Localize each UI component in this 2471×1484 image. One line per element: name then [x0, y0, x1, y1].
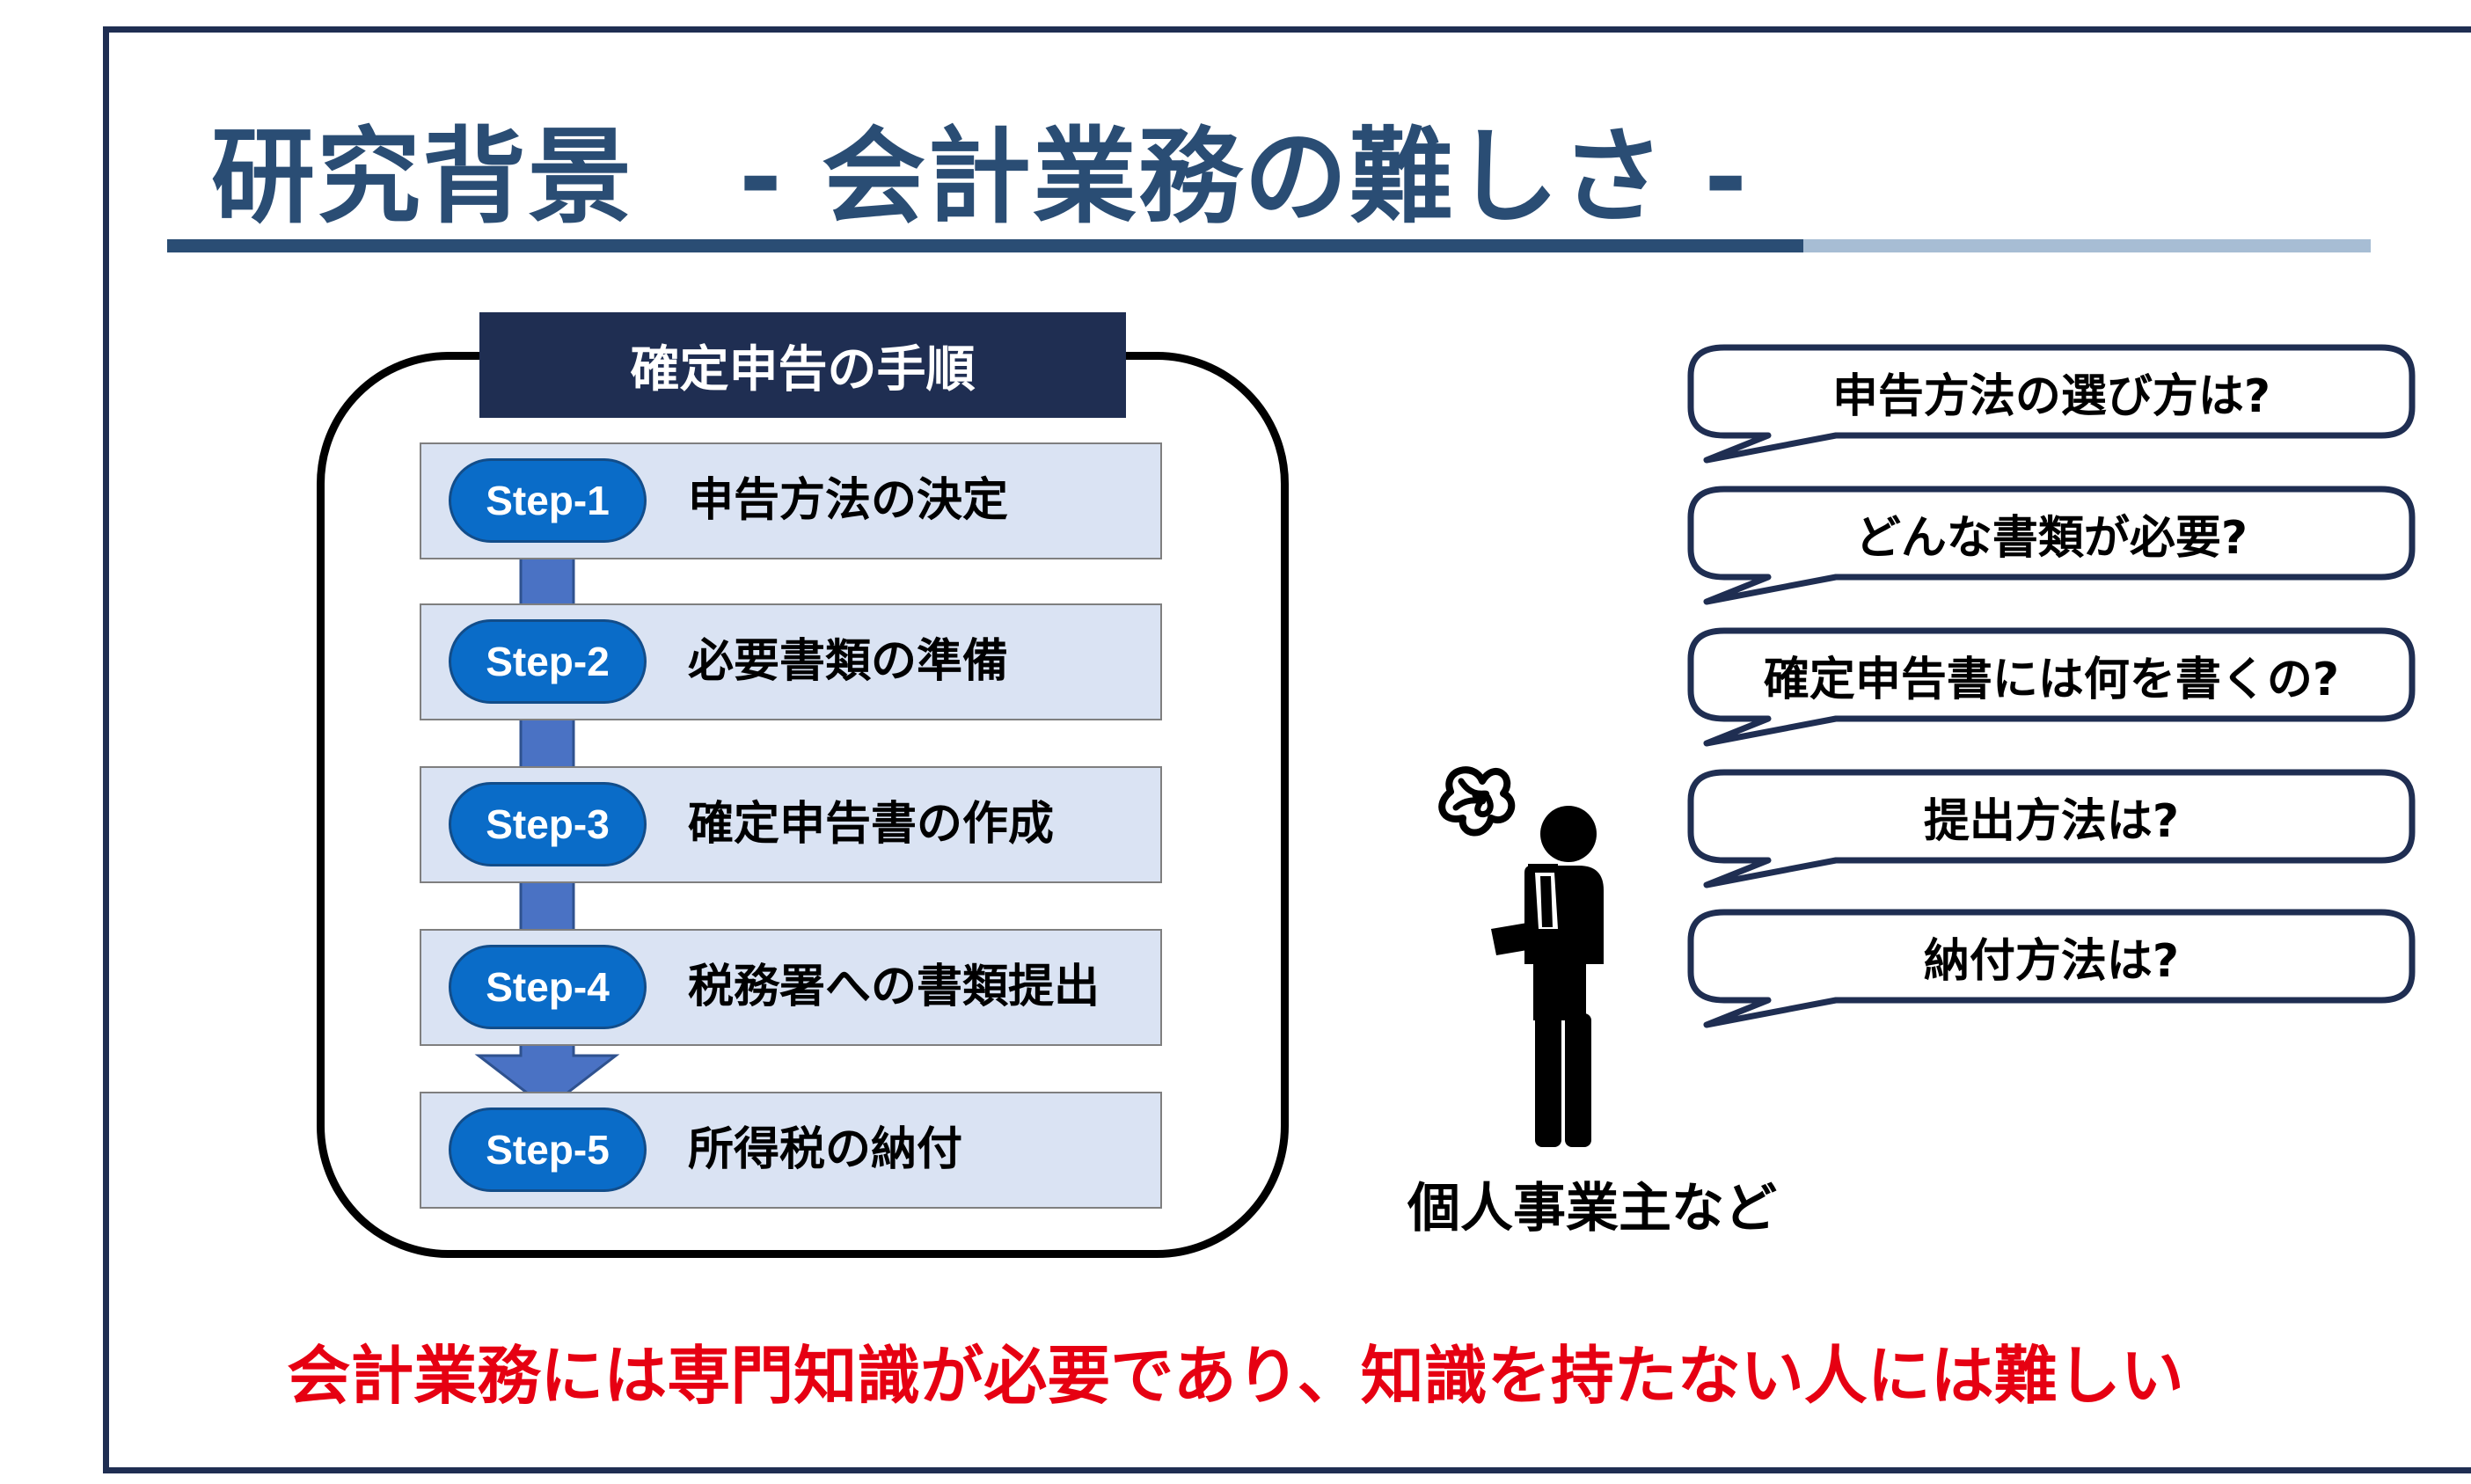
- speech-bubble: [1687, 909, 2416, 1028]
- speech-bubble: [1687, 486, 2416, 605]
- question-text: 提出方法は?: [1923, 794, 2180, 848]
- person-label: 個人事業主など: [1407, 1178, 1777, 1239]
- step-badge: Step-1: [449, 458, 647, 543]
- procedure-title: 確定申告の手順: [479, 312, 1126, 418]
- speech-bubble: [1687, 344, 2416, 464]
- confused-person-icon: [1438, 766, 1604, 1147]
- question-text: 確定申告書には何を書くの?: [1763, 653, 2340, 706]
- question-text: 納付方法は?: [1923, 934, 2180, 988]
- slide-frame: [103, 26, 2471, 1473]
- slide-title: 研究背景 - 会計業務の難しさ -: [211, 116, 1750, 238]
- step-label: 申告方法の決定: [688, 474, 1009, 527]
- step-label: 確定申告書の作成: [688, 798, 1055, 851]
- speech-bubble: [1687, 769, 2416, 888]
- step-badge: Step-5: [449, 1108, 647, 1192]
- speech-bubble: [1687, 627, 2416, 747]
- step-label: 必要書類の準備: [688, 635, 1009, 688]
- step-label: 税務署への書類提出: [688, 961, 1100, 1013]
- question-text: どんな書類が必要?: [1854, 511, 2248, 565]
- conclusion-text: 会計業務には専門知識が必要であり、知識を持たない人には難しい: [287, 1339, 2184, 1413]
- title-underline-accent: [1803, 239, 2371, 252]
- step-badge: Step-2: [449, 619, 647, 704]
- step-label: 所得税の納付: [688, 1123, 963, 1176]
- step-badge: Step-4: [449, 945, 647, 1029]
- step-badge: Step-3: [449, 782, 647, 866]
- question-text: 申告方法の選び方は?: [1831, 369, 2271, 423]
- title-underline: [167, 239, 1803, 252]
